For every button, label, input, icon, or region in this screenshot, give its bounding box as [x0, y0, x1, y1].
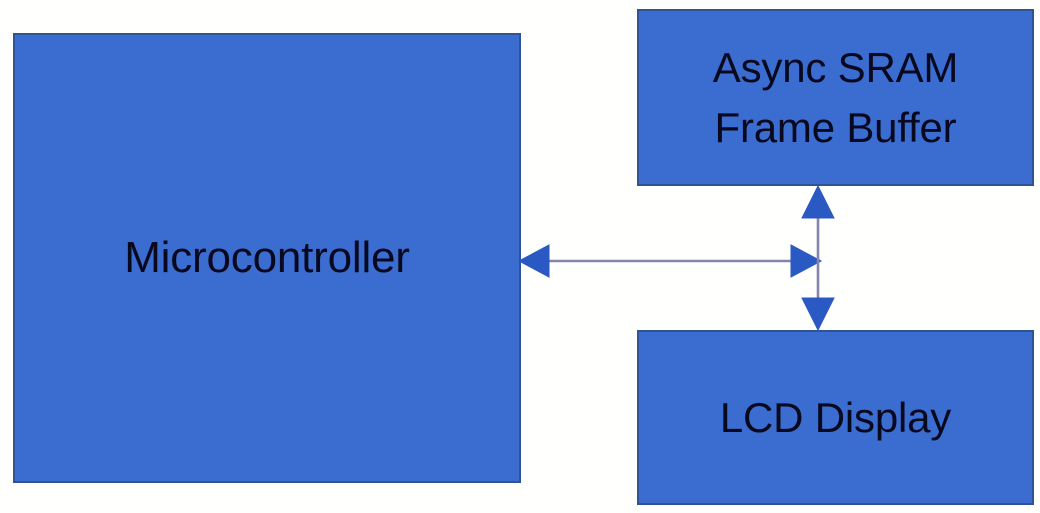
block-microcontroller[interactable]: Microcontroller [13, 33, 521, 483]
block-lcd-display-label: LCD Display [719, 393, 952, 441]
block-microcontroller-label: Microcontroller [124, 233, 410, 283]
block-async-sram-label-line-1: Async SRAM [712, 43, 959, 91]
arrowhead-right-icon [790, 244, 823, 278]
block-async-sram-label-line-2: Frame Buffer [714, 103, 957, 151]
arrowhead-down-icon [801, 297, 835, 332]
arrowhead-up-icon [801, 184, 835, 219]
block-async-sram-frame-buffer[interactable]: Async SRAM Frame Buffer [637, 9, 1034, 186]
connector-sram-to-lcd[interactable] [795, 178, 841, 338]
arrowhead-left-icon [517, 244, 550, 278]
block-lcd-display[interactable]: LCD Display [637, 330, 1034, 505]
connector-microcontroller-bus[interactable] [505, 238, 835, 284]
